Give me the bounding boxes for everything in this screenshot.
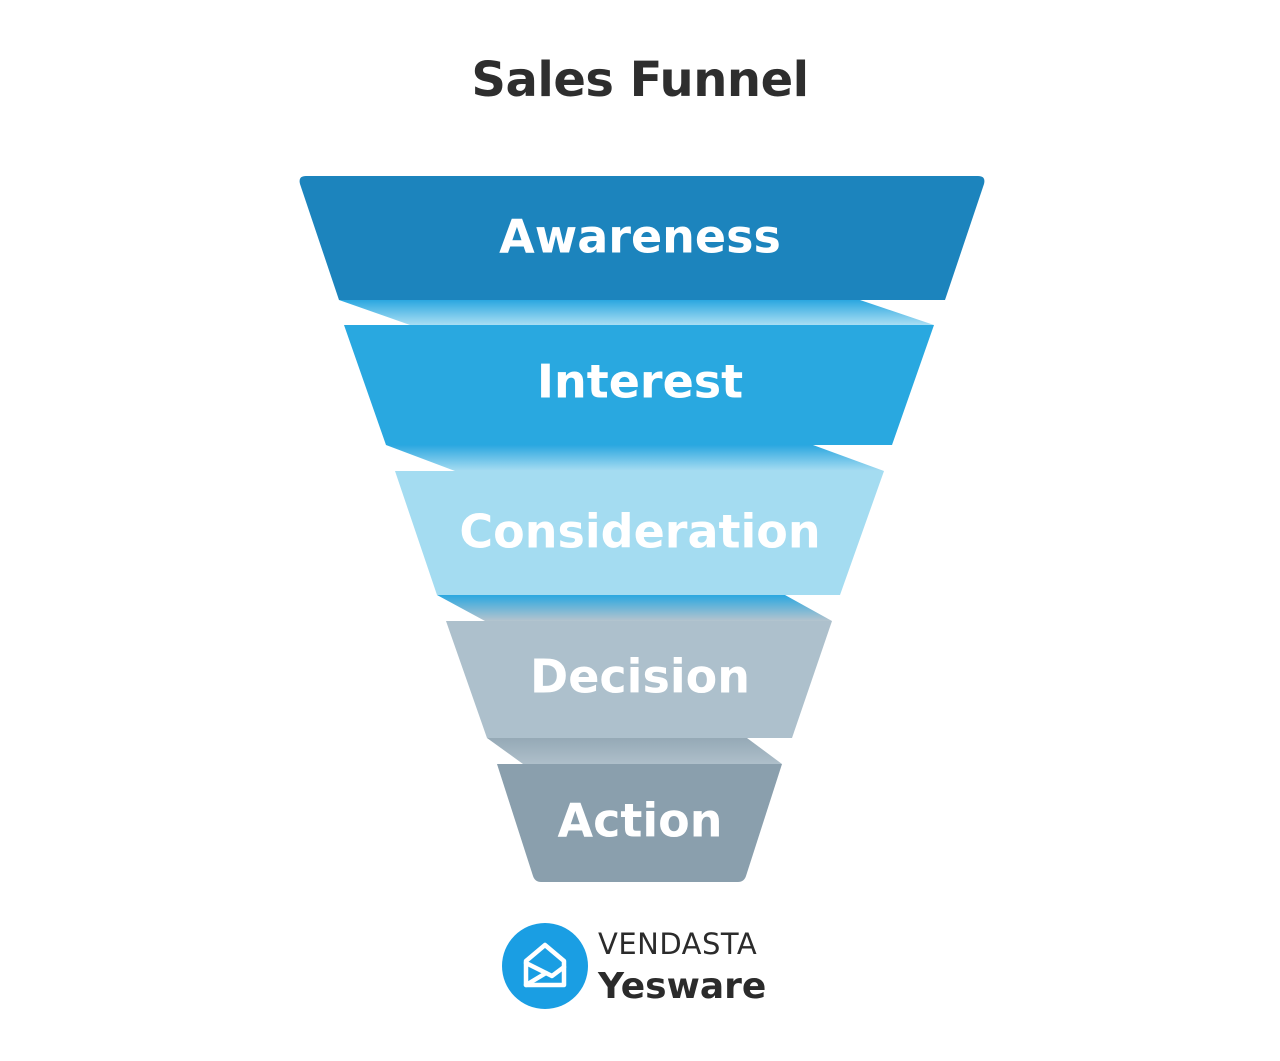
brand-name-yesware: Yesware [598,966,767,1007]
open-envelope-icon [523,942,567,988]
stage-decision: Decision [446,621,832,738]
stage-interest: Interest [344,325,934,445]
stage-action: Action [497,764,782,882]
diagram-title: Sales Funnel [471,52,809,108]
stage-label: Awareness [499,210,781,264]
brand-name-vendasta: VENDASTA [598,927,758,961]
stage-label: Decision [530,650,750,704]
stage-consideration: Consideration [395,471,884,595]
stage-label: Interest [537,355,743,409]
connector-1 [339,300,934,325]
stage-awareness: Awareness [299,176,985,300]
connector-3 [437,595,832,621]
stage-label: Action [558,794,723,848]
connector-2 [386,445,884,471]
logo-circle [502,923,588,1009]
connector-4 [487,738,782,764]
stage-label: Consideration [459,505,820,559]
vendasta-yesware-logo: VENDASTA Yesware [502,923,782,1013]
